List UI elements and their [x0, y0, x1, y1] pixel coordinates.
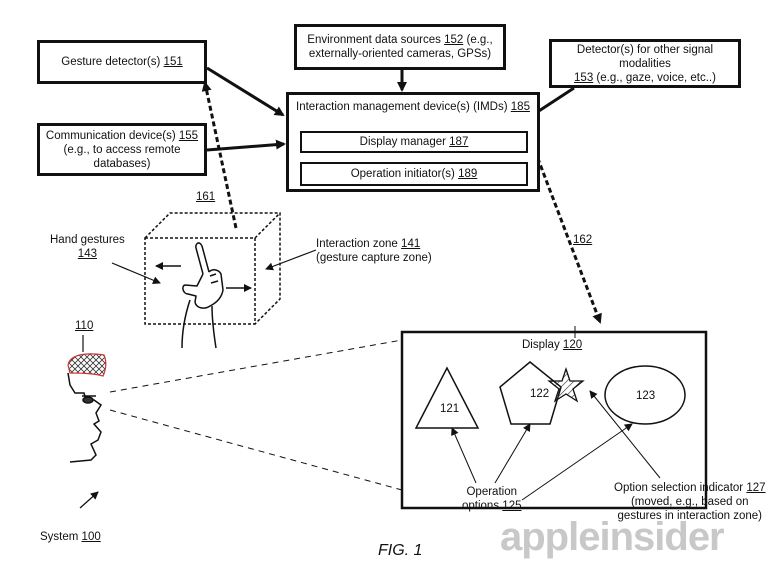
figure-label: FIG. 1 — [378, 542, 423, 559]
system-arrow — [79, 491, 99, 509]
leader-interaction-zone — [265, 249, 317, 271]
leader-hand-gestures — [111, 262, 161, 284]
arrow-gesture-to-imd — [206, 66, 285, 117]
leader-selection-indicator — [589, 390, 661, 479]
ellipse-123 — [604, 365, 686, 425]
comm-device-box: Communication device(s) 155 (e.g., to ac… — [37, 123, 207, 176]
hand-gestures-label: Hand gestures 143 — [50, 234, 125, 260]
user-label: 110 — [75, 320, 94, 332]
label-161: 161 — [196, 191, 216, 203]
interaction-zone-label: Interaction zone 141 (gesture capture zo… — [316, 238, 432, 264]
interaction-zone-cube — [144, 212, 281, 325]
other-detectors-box: Detector(s) for other signal modalities … — [549, 39, 741, 88]
leader-options-122 — [494, 423, 531, 484]
env-sources-box: Environment data sources 152 (e.g., exte… — [294, 24, 506, 70]
person-head — [67, 353, 107, 463]
triangle-121 — [414, 366, 480, 429]
display-label: Display 120 — [522, 339, 583, 351]
option-selection-label: Option selection indicator 127 (moved, e… — [614, 482, 766, 522]
sight-line-top — [109, 339, 403, 393]
label-122: 122 — [530, 388, 549, 400]
label-121: 121 — [440, 403, 459, 415]
star-indicator — [547, 366, 585, 403]
arrow-161 — [201, 81, 238, 229]
operation-initiator-box: Operation initiator(s) 189 — [300, 162, 528, 186]
display-manager-box: Display manager 187 — [300, 131, 528, 153]
operation-options-label: Operation options 125 — [462, 486, 522, 512]
system-label: System 100 — [40, 531, 101, 543]
leader-options-121 — [451, 427, 477, 484]
sight-line-bottom — [109, 409, 403, 491]
appleinsider-watermark: appleinsider — [500, 515, 725, 559]
label-162: 162 — [573, 234, 593, 246]
gesture-detector-box: Gesture detector(s) 151 — [37, 40, 207, 84]
leader-options-123 — [521, 423, 633, 501]
label-123: 123 — [636, 390, 655, 402]
hand-drawing — [181, 242, 224, 349]
display-box — [400, 330, 708, 510]
